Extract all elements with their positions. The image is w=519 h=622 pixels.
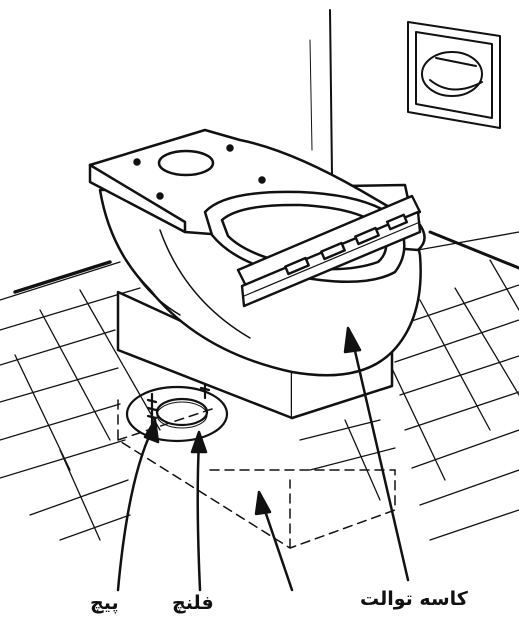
label-flange: فلنچ — [172, 592, 214, 614]
floor-flange-icon — [125, 385, 229, 443]
leader-arrows — [116, 326, 410, 592]
arrow-toilet-bowl — [350, 336, 410, 582]
arrow-flange — [196, 440, 202, 592]
arrow-footprint — [260, 500, 294, 592]
toilet-paper-holder-icon — [407, 21, 501, 129]
level-tool-icon — [236, 194, 422, 308]
label-toilet-bowl: کاسه توالت — [360, 588, 468, 610]
floor-tiles — [0, 230, 519, 541]
base-footprint-outline — [117, 399, 396, 549]
wall-corner — [309, 9, 333, 176]
arrow-bolt — [116, 428, 154, 592]
label-bolt: پیچ — [90, 592, 119, 614]
